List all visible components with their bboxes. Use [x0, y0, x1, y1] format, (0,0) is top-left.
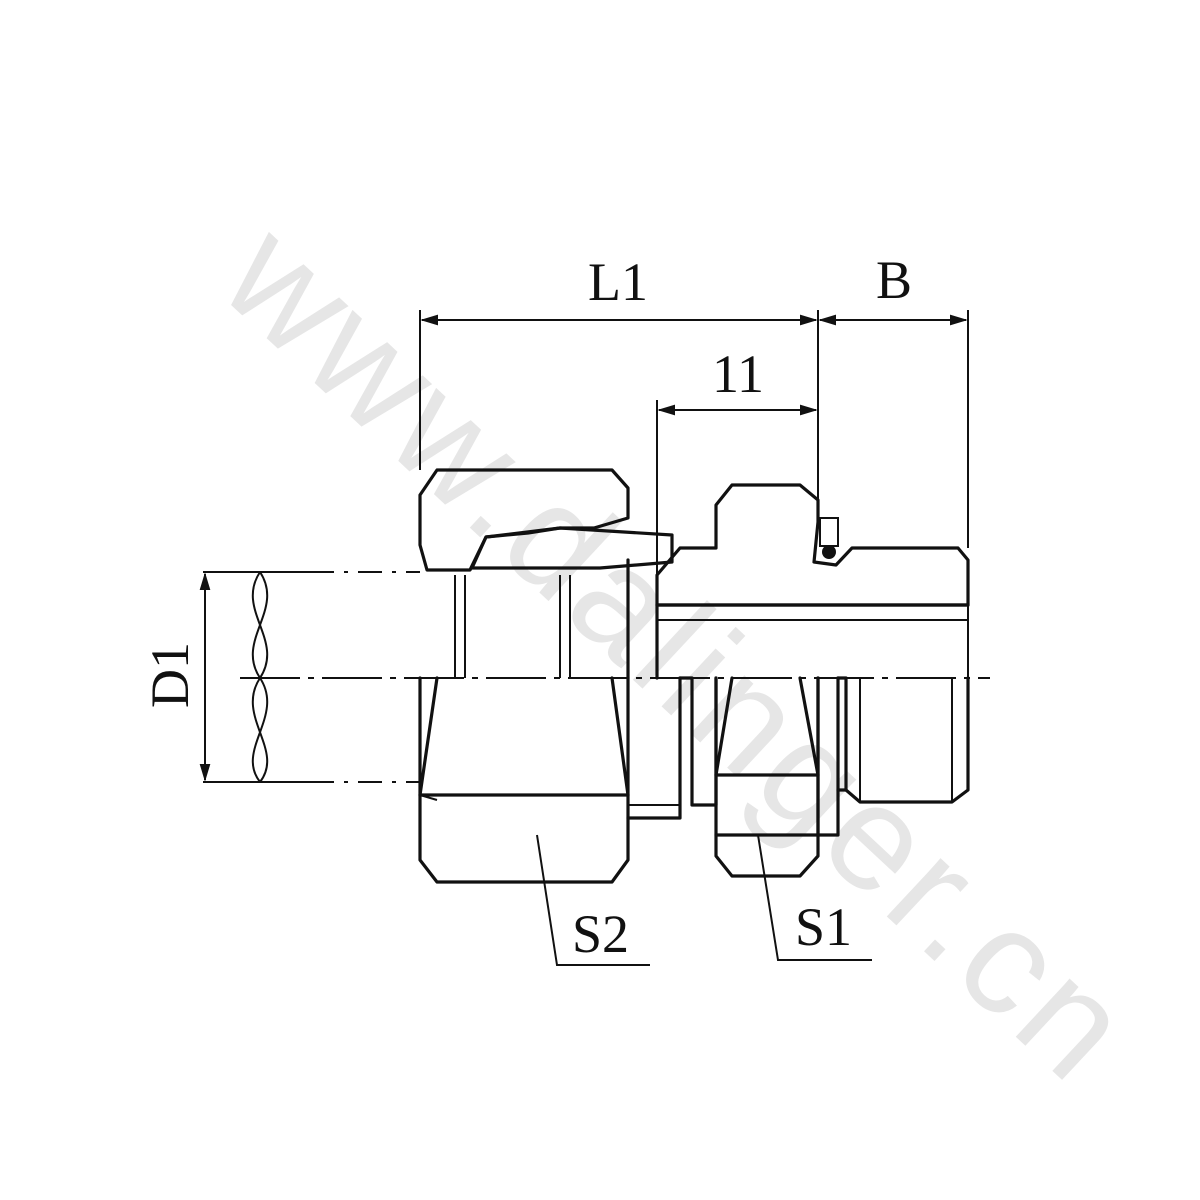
label-l1: L1	[588, 252, 648, 312]
nut-hex-outline	[418, 676, 630, 884]
s1-leader	[757, 834, 872, 961]
o-ring-seat	[819, 517, 839, 547]
body-section	[655, 483, 970, 607]
tube-break-symbol	[251, 571, 269, 783]
body-neck	[626, 676, 682, 820]
label-11: 11	[712, 344, 764, 404]
label-b: B	[876, 250, 912, 310]
s2-leader	[536, 834, 650, 966]
cutting-ring-section	[470, 526, 674, 570]
label-s2: S2	[572, 904, 629, 964]
label-s1: S1	[795, 897, 852, 957]
o-ring	[822, 545, 836, 559]
watermark-text: www.dalinger.cn	[192, 190, 1166, 1114]
label-d1: D1	[140, 642, 200, 708]
